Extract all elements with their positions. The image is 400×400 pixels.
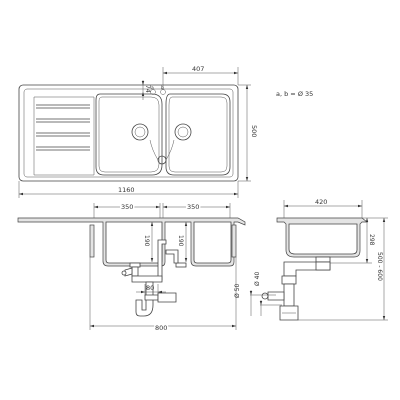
bowl-left — [95, 93, 163, 176]
sink-top-view: a b — [18, 84, 239, 182]
dia-40-text: Ø 40 — [254, 272, 261, 286]
hole-diameter-note: a, b = Ø 35 — [276, 90, 313, 98]
dimension-420: 420 — [283, 198, 363, 218]
dimension-298: 298 — [330, 217, 375, 264]
dim-1160-text: 1160 — [118, 186, 135, 194]
dim-80-text: 80 — [146, 284, 154, 292]
tap-hole-a — [150, 89, 156, 95]
dimension-1160: 1160 — [18, 181, 239, 198]
dim-298-text: 298 — [368, 234, 375, 246]
dia-50-text: Ø 50 — [234, 284, 241, 298]
dimension-350-left: 350 — [93, 202, 161, 218]
dimension-500-600: 500 - 600 — [298, 217, 388, 321]
dimension-407: 407 — [162, 65, 239, 90]
side-section-view — [261, 217, 368, 321]
dim-190-left-text: 190 — [143, 235, 150, 247]
dim-500-600-text: 500 - 600 — [376, 252, 383, 281]
dimension-800: 800 — [89, 257, 237, 334]
front-section-view — [17, 217, 246, 317]
pipe-diameter-dims: Ø 50 Ø 40 — [234, 272, 282, 316]
hole-a-label: a — [151, 86, 154, 91]
siphon-trap — [135, 281, 154, 317]
dim-500-text: 500 — [250, 125, 258, 137]
dimension-190-right: 190 — [177, 222, 188, 262]
cabinet-wall-left — [89, 224, 95, 258]
dim-350-right-text: 350 — [187, 203, 199, 211]
drain-right — [174, 123, 192, 141]
hole-b-label: b — [161, 85, 164, 91]
dim-74-text: 74 — [144, 85, 151, 93]
dim-800-text: 800 — [155, 324, 167, 332]
drain-left — [131, 123, 149, 141]
dim-420-text: 420 — [315, 198, 327, 206]
dimension-74: 74 — [141, 80, 151, 100]
cabinet-wall-right — [231, 224, 237, 258]
dimension-190-left: 190 — [143, 222, 154, 262]
sink-outline — [18, 84, 239, 182]
bowl-right — [165, 93, 231, 176]
drainer-board — [33, 96, 95, 176]
dim-407-text: 407 — [192, 65, 204, 73]
dimension-80: 80 — [136, 284, 166, 296]
dimension-500: 500 — [238, 84, 258, 182]
dim-190-right-text: 190 — [177, 235, 184, 247]
dim-350-left-text: 350 — [121, 203, 133, 211]
dimension-350-right: 350 — [162, 202, 231, 218]
